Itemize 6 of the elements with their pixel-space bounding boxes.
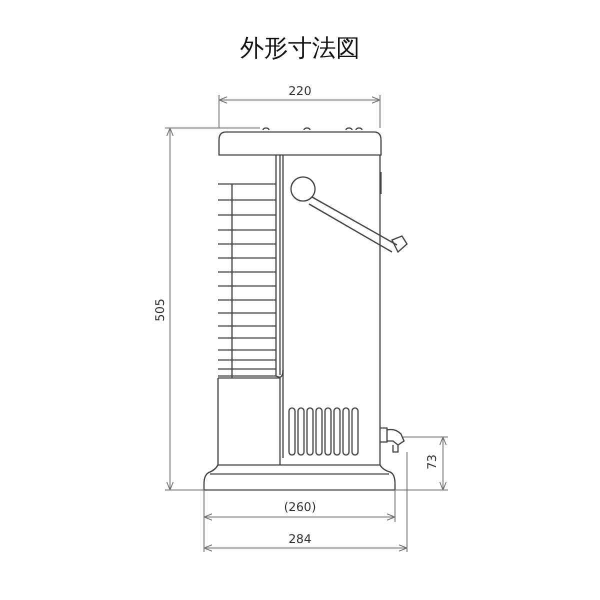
dimension-value: 284 (288, 533, 312, 545)
dimension-value: 505 (154, 298, 166, 322)
dimension-value: 73 (426, 453, 438, 471)
dimension-value: (260) (282, 501, 318, 513)
dimension-value: 220 (288, 85, 312, 97)
title: 外形寸法図 (240, 33, 360, 64)
